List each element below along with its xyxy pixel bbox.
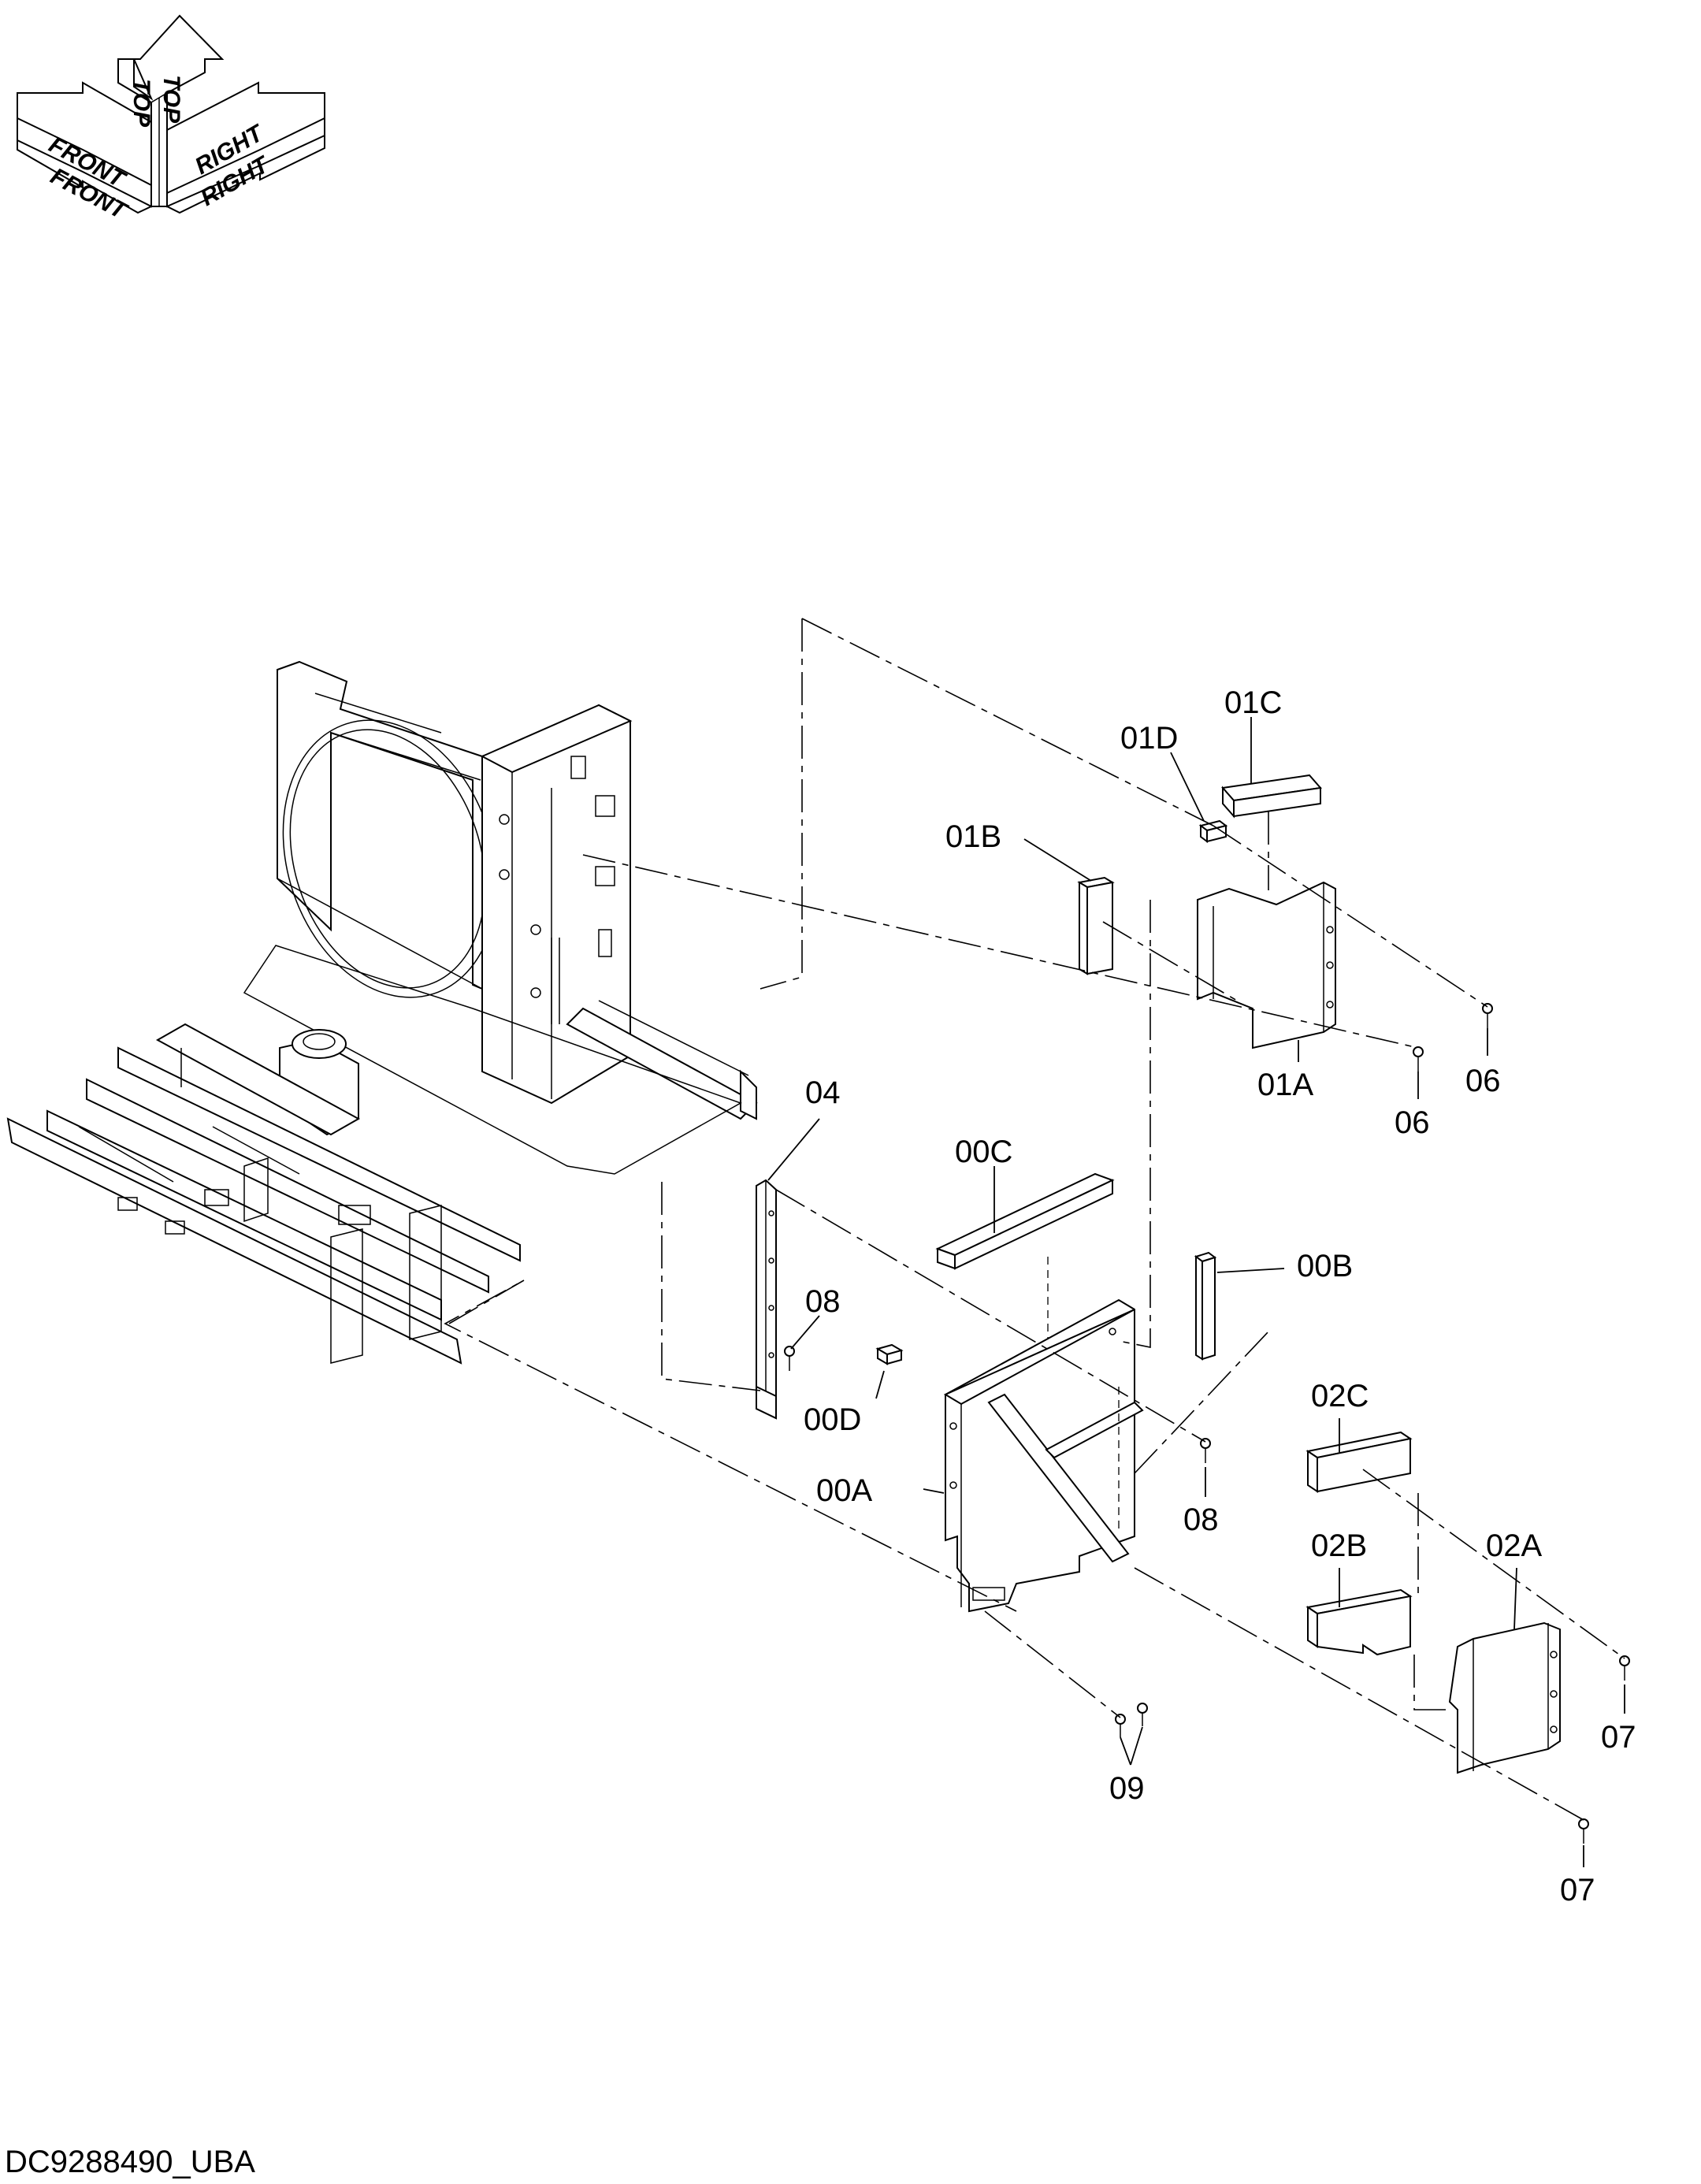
label-02C: 02C	[1311, 1379, 1369, 1413]
orientation-symbol: FRONT FRONT TOP TOP RIGHT RIGHT	[17, 14, 325, 225]
part-01-group	[1077, 774, 1493, 1072]
part-06-bolt-a	[1413, 1046, 1424, 1072]
part-00C	[935, 1172, 1115, 1257]
part-06-bolt-b	[1482, 1003, 1493, 1028]
part-labels: 01C 01D 01B 01A 06 06 04 00C 00B 08 00D …	[804, 685, 1636, 1907]
leader-lines	[767, 717, 1625, 1867]
label-07-b: 07	[1560, 1873, 1595, 1907]
part-08-bolt-b	[1200, 1438, 1211, 1463]
label-09: 09	[1109, 1771, 1145, 1806]
part-00-group	[756, 1172, 1217, 1737]
label-07-a: 07	[1601, 1720, 1636, 1755]
orient-top-label-shadow: TOP	[158, 75, 184, 124]
label-00B: 00B	[1297, 1249, 1353, 1283]
part-09-bolt-a	[1115, 1714, 1126, 1737]
label-08-b: 08	[1183, 1502, 1219, 1537]
part-07-bolt-a	[1619, 1655, 1630, 1681]
part-02-group	[1305, 1431, 1630, 1844]
label-02B: 02B	[1311, 1528, 1367, 1563]
part-02A	[1448, 1621, 1561, 1774]
label-06-b: 06	[1465, 1064, 1501, 1098]
label-08-a: 08	[805, 1284, 841, 1319]
assembly-phantom-lines	[444, 618, 1625, 1821]
label-04: 04	[805, 1075, 841, 1110]
machine-frame-assembly	[6, 660, 758, 1365]
part-07-bolt-b	[1578, 1818, 1589, 1844]
label-01C: 01C	[1224, 685, 1282, 720]
drawing-code: DC9288490_UBA	[5, 2145, 255, 2179]
label-00C: 00C	[955, 1135, 1012, 1169]
label-01B: 01B	[945, 819, 1001, 854]
label-01D: 01D	[1120, 721, 1178, 756]
label-00D: 00D	[804, 1402, 861, 1437]
label-06-a: 06	[1395, 1105, 1430, 1140]
label-00A: 00A	[816, 1473, 872, 1508]
part-08-bolt-a	[784, 1346, 795, 1371]
label-01A: 01A	[1257, 1068, 1313, 1102]
orient-top-label: TOP	[128, 79, 154, 128]
part-09-bolt-b	[1137, 1703, 1148, 1726]
part-01A	[1197, 881, 1336, 1049]
label-02A: 02A	[1486, 1528, 1542, 1563]
